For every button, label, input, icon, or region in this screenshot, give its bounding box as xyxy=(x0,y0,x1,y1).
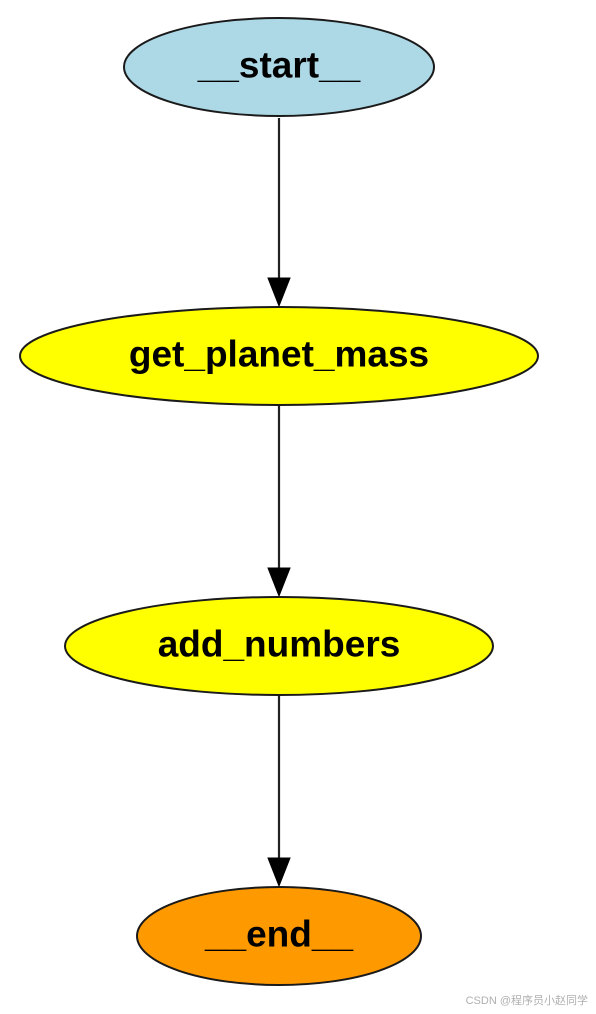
node-end[interactable]: __end__ xyxy=(136,886,422,986)
edge-add-numbers-to-end xyxy=(267,696,291,888)
node-get-planet-mass-label: get_planet_mass xyxy=(129,334,429,375)
node-add-numbers-label: add_numbers xyxy=(158,624,401,665)
arrowhead xyxy=(267,567,291,598)
node-add-numbers[interactable]: add_numbers xyxy=(64,596,494,696)
node-end-label: __end__ xyxy=(204,914,354,955)
edge-get-planet-mass-to-add-numbers xyxy=(267,406,291,598)
node-get-planet-mass[interactable]: get_planet_mass xyxy=(19,306,539,406)
arrowhead xyxy=(267,277,291,308)
arrowhead xyxy=(267,857,291,888)
node-start-shape xyxy=(123,17,435,117)
node-start-label: __start__ xyxy=(197,45,361,86)
node-get-planet-mass-shape xyxy=(19,306,539,406)
node-start[interactable]: __start__ xyxy=(123,17,435,117)
node-end-shape xyxy=(136,886,422,986)
edge-start-to-get-planet-mass xyxy=(267,118,291,308)
watermark: CSDN @程序员小赵同学 xyxy=(465,995,588,1007)
node-add-numbers-shape xyxy=(64,596,494,696)
